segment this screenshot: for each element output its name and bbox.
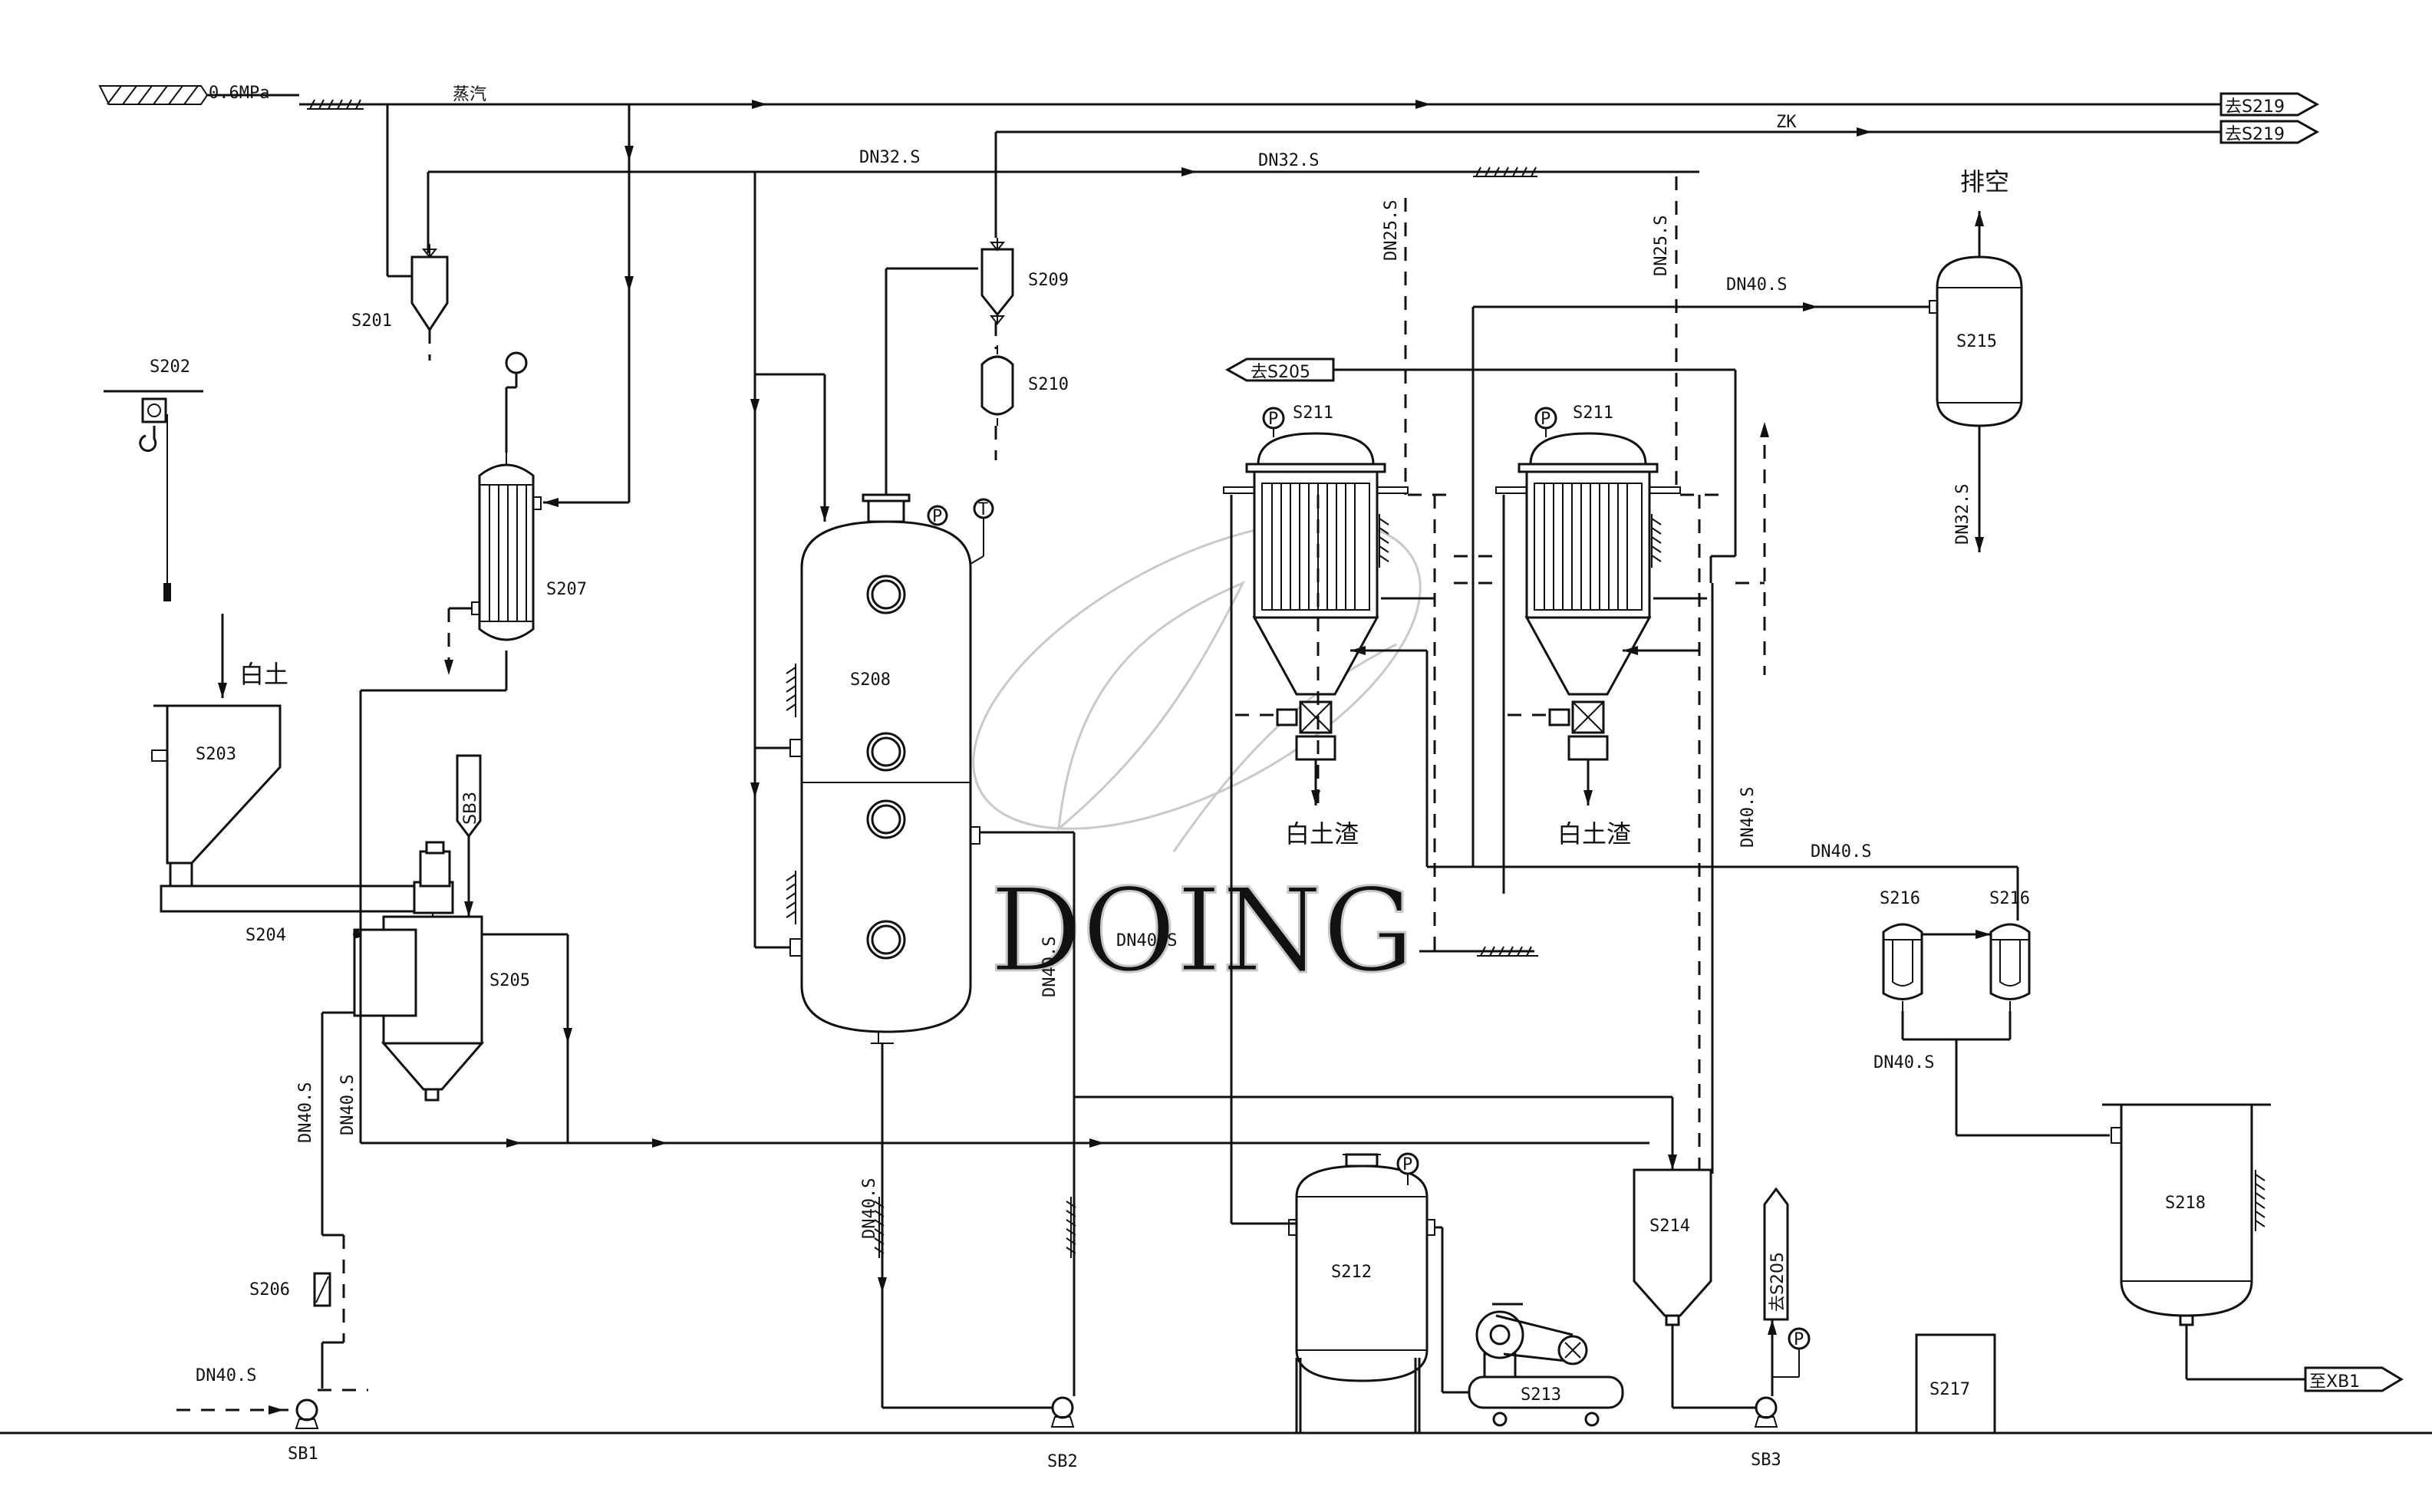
label-s217: S217 <box>1929 1380 1970 1399</box>
tag-to-s219-a: 去S219 <box>2219 92 2320 117</box>
pipe-dn32-b: DN32.S <box>1258 151 1319 170</box>
label-s216-b: S216 <box>1989 889 2030 908</box>
equipment-s213 <box>1468 1303 1624 1427</box>
pump-sb3 <box>1754 1396 1778 1428</box>
label-s209: S209 <box>1028 271 1069 290</box>
watermark-text: DOING <box>990 865 1415 998</box>
equipment-s216-b <box>1989 923 2031 1011</box>
label-clay-residue-1: 白土渣 <box>1285 819 1359 848</box>
svg-text:P: P <box>1794 1330 1804 1349</box>
equipment-s204 <box>160 881 454 914</box>
svg-text:P: P <box>1541 410 1550 429</box>
pressure-label: 0.6MPa <box>209 84 269 103</box>
equipment-s217 <box>1915 1333 1996 1435</box>
label-s203: S203 <box>196 745 236 764</box>
pump-sb2 <box>1050 1396 1075 1428</box>
equipment-s201 <box>410 244 449 361</box>
label-s206: S206 <box>249 1280 290 1300</box>
pipe-dn40-j: DN40.S <box>1873 1053 1934 1072</box>
pipe-dn25-a: DN25.S <box>1382 200 1401 261</box>
pipe-dn40-e: DN40.S <box>1116 931 1177 950</box>
equipment-s212 <box>1288 1153 1435 1433</box>
pipe-dn40-a: DN40.S <box>296 1082 315 1143</box>
pipe-dn40-b: DN40.S <box>338 1075 358 1135</box>
label-s207: S207 <box>546 580 587 599</box>
pipe-dn32-c: DN32.S <box>1953 484 1972 545</box>
label-sb3: SB3 <box>1751 1451 1781 1470</box>
pipe-dn40-g: DN40.S <box>1726 275 1787 295</box>
label-sb1: SB1 <box>288 1444 318 1464</box>
svg-text:SB3: SB3 <box>461 792 480 825</box>
equipment-s210 <box>980 345 1014 426</box>
pipe-dn32-a: DN32.S <box>859 148 920 167</box>
pressure-gauge-s208 <box>927 505 948 526</box>
label-s213: S213 <box>1521 1385 1561 1405</box>
equipment-s205 <box>353 841 485 1102</box>
label-clay-input: 白土 <box>239 660 288 689</box>
svg-text:去S205: 去S205 <box>1251 363 1310 382</box>
label-s204: S204 <box>246 926 286 945</box>
gauge-s207-top <box>505 351 528 374</box>
pipe-dn40-c: DN40.S <box>196 1366 256 1385</box>
steam-header <box>98 85 2221 110</box>
label-s201: S201 <box>351 311 392 331</box>
pipe-dn40-h: DN40.S <box>1738 787 1758 848</box>
watermark-logo: DOING <box>972 520 1422 1000</box>
equipment-s216-a <box>1882 923 1923 1011</box>
label-s218: S218 <box>2165 1194 2206 1213</box>
equipment-s206 <box>313 1272 331 1307</box>
svg-text:T: T <box>978 500 988 519</box>
label-vent: 排空 <box>1960 167 2009 196</box>
svg-text:P: P <box>1402 1155 1412 1174</box>
equipment-s203 <box>151 704 282 888</box>
pipe-dn40-f: DN40.S <box>1040 937 1059 997</box>
tag-to-s205-side: 去S205 <box>1763 1187 1789 1321</box>
label-s216-a: S216 <box>1880 889 1920 908</box>
equipment-s202 <box>104 390 203 601</box>
label-s215: S215 <box>1956 332 1997 351</box>
equipment-s215 <box>1929 255 2023 427</box>
tag-to-s205-top: 去S205 <box>1224 357 1335 382</box>
pipe-dn40-i: DN40.S <box>1811 842 1871 861</box>
svg-text:去S219: 去S219 <box>2225 97 2285 117</box>
label-s212: S212 <box>1331 1263 1372 1282</box>
svg-text:P: P <box>1268 410 1278 429</box>
label-s211-b: S211 <box>1573 404 1613 423</box>
svg-text:至XB1: 至XB1 <box>2309 1372 2360 1392</box>
label-s208: S208 <box>850 670 891 690</box>
pipe-dn25-b: DN25.S <box>1652 216 1671 276</box>
label-s210: S210 <box>1028 375 1069 394</box>
label-clay-residue-2: 白土渣 <box>1557 819 1631 848</box>
label-s205: S205 <box>489 971 530 990</box>
svg-text:去S219: 去S219 <box>2225 125 2285 144</box>
zk-label: ZK <box>1776 113 1797 132</box>
steam-label: 蒸汽 <box>453 85 486 104</box>
equipment-s209 <box>980 238 1014 325</box>
tag-sb3: SB3 <box>456 754 482 917</box>
equipment-s218 <box>2102 1103 2271 1326</box>
label-s211-a: S211 <box>1293 404 1333 423</box>
tag-to-xb1: 至XB1 <box>2304 1366 2404 1392</box>
label-s202: S202 <box>150 357 190 377</box>
tag-to-s219-b: 去S219 <box>2219 120 2320 144</box>
pump-sb1 <box>295 1398 319 1429</box>
label-s214: S214 <box>1649 1217 1690 1236</box>
equipment-s214 <box>1633 1168 1712 1326</box>
pipe-dn40-d: DN40.S <box>860 1178 879 1239</box>
equipment-s207 <box>471 453 542 641</box>
svg-text:去S205: 去S205 <box>1768 1252 1788 1312</box>
svg-text:P: P <box>932 507 942 526</box>
equipment-s211-b <box>1495 432 1681 761</box>
equipment-s211-a <box>1223 432 1409 761</box>
label-sb2: SB2 <box>1047 1452 1078 1471</box>
equipment-s208 <box>786 493 980 1044</box>
